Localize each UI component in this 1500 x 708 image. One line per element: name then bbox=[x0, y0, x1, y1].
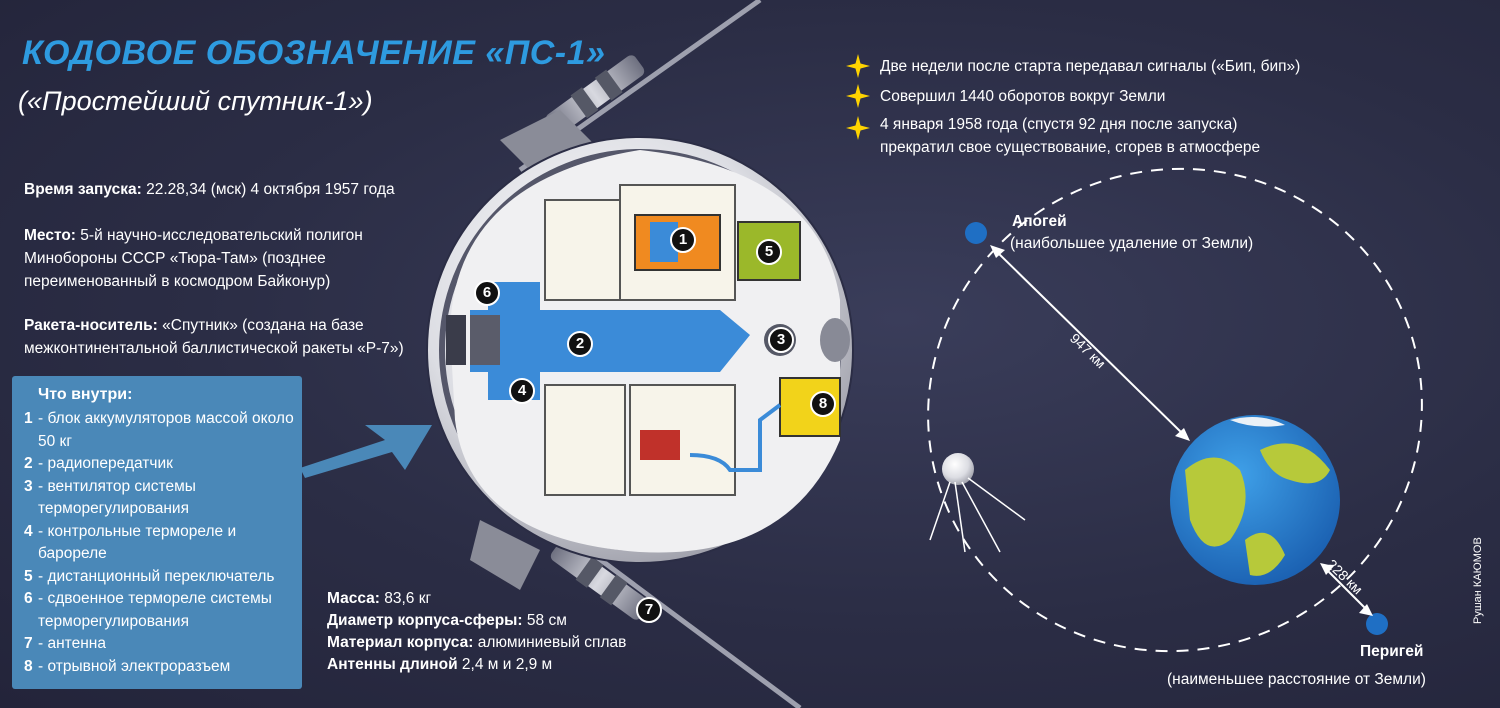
label-6: 6 bbox=[474, 280, 500, 306]
list-item: 1 - блок аккумуляторов массой около 50 к… bbox=[24, 410, 294, 450]
list-item: 8 - отрывной электроразъем bbox=[24, 657, 231, 675]
spec-diameter: Диаметр корпуса-сферы: 58 см bbox=[327, 612, 567, 629]
list-item: 5 - дистанционный переключатель bbox=[24, 567, 275, 585]
page-title: КОДОВОЕ ОБОЗНАЧЕНИЕ «ПС-1» bbox=[22, 34, 606, 72]
apogee-title: Апогей bbox=[1012, 213, 1067, 230]
list-item: 2 - радиопередатчик bbox=[24, 455, 173, 472]
perigee-desc: (наименьшее расстояние от Земли) bbox=[1167, 671, 1426, 688]
author-credit: Рушан КАЮМОВ bbox=[1472, 537, 1484, 624]
list-item: 6 - сдвоенное термореле системы терморег… bbox=[24, 590, 272, 630]
spec-mass: Масса: 83,6 кг bbox=[327, 590, 432, 607]
apogee-desc: (наибольшее удаление от Земли) bbox=[1010, 235, 1254, 252]
label-7: 7 bbox=[636, 597, 662, 623]
list-item: 7 - антенна bbox=[24, 635, 106, 652]
launch-time: Время запуска: 22.28,34 (мск) 4 октября … bbox=[24, 178, 444, 201]
fact-signals: Две недели после старта передавал сигнал… bbox=[880, 58, 1301, 75]
orbit-ellipse bbox=[927, 167, 1423, 653]
apogee-dot bbox=[965, 222, 987, 244]
label-8: 8 bbox=[810, 391, 836, 417]
perigee-title: Перигей bbox=[1360, 643, 1424, 660]
fact-end: 4 января 1958 года (спустя 92 дня после … bbox=[880, 116, 1261, 156]
label-3: 3 bbox=[768, 327, 794, 353]
label-4: 4 bbox=[509, 378, 535, 404]
rocket-label: Ракета-носитель: bbox=[24, 317, 158, 334]
page-subtitle: («Простейший спутник-1») bbox=[18, 86, 373, 116]
launch-label: Время запуска: bbox=[24, 181, 142, 198]
inside-list: 1 - блок аккумуляторов массой около 50 к… bbox=[24, 408, 294, 678]
orbit-sputnik bbox=[929, 453, 1026, 553]
fact-orbits: Совершил 1440 оборотов вокруг Земли bbox=[880, 88, 1166, 105]
pointer-arrow bbox=[300, 425, 432, 478]
label-1: 1 bbox=[670, 227, 696, 253]
place-value: 5-й научно-исследовательский полигон Мин… bbox=[24, 227, 363, 290]
launch-rocket: Ракета-носитель: «Спутник» (создана на б… bbox=[24, 314, 424, 360]
launch-place: Место: 5-й научно-исследовательский поли… bbox=[24, 224, 404, 293]
perigee-dot bbox=[1366, 613, 1388, 635]
label-5: 5 bbox=[756, 239, 782, 265]
list-item: 4 - контрольные термореле и барореле bbox=[24, 522, 237, 563]
label-2: 2 bbox=[567, 331, 593, 357]
spec-antennas: Антенны длиной 2,4 м и 2,9 м bbox=[327, 656, 553, 673]
star-icon bbox=[846, 84, 870, 108]
rocket-value: «Спутник» (создана на базе межконтинента… bbox=[24, 317, 404, 357]
place-label: Место: bbox=[24, 227, 76, 244]
list-item: 3 - вентилятор системы терморегулировани… bbox=[24, 477, 196, 518]
inside-panel bbox=[12, 376, 302, 689]
earth bbox=[1170, 415, 1340, 585]
star-icon bbox=[846, 116, 870, 140]
star-icon bbox=[846, 54, 870, 78]
spec-material: Материал корпуса: алюминиевый сплав bbox=[327, 634, 627, 651]
inside-title: Что внутри: bbox=[38, 386, 133, 403]
launch-value: 22.28,34 (мск) 4 октября 1957 года bbox=[146, 181, 395, 198]
